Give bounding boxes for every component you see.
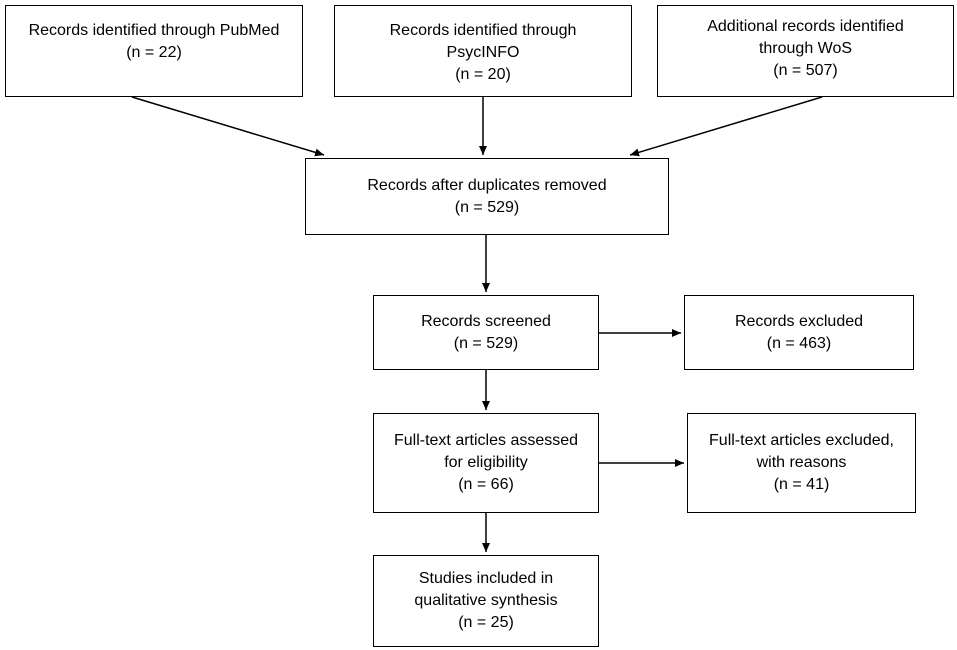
box-line: Records screened [421,312,551,330]
box-line: Records excluded [734,312,864,330]
box-count: (n = 66) [458,476,514,493]
box-line: qualitative synthesis [414,592,558,609]
box-count: (n = 507) [773,62,838,79]
arrow-wos-to-duplicates [629,96,823,157]
box-duplicates-removed: Records after duplicates removed (n = 52… [305,158,669,235]
box-count: (n = 529) [454,198,520,216]
arrow-pubmed-to-duplicates [131,96,325,157]
box-count: (n = 463) [766,334,832,352]
box-count: (n = 22) [126,44,182,61]
box-line: Records identified through [389,22,577,39]
box-wos-records: Additional records identified through Wo… [657,5,954,97]
box-records-excluded: Records excluded (n = 463) [684,295,914,370]
box-studies-included: Studies included in qualitative synthesi… [373,555,599,647]
box-line: Additional records identified [707,18,904,35]
box-line: for eligibility [444,454,528,471]
box-line: Full-text articles assessed [393,432,579,449]
box-line: with reasons [756,454,847,471]
box-fulltext-assessed: Full-text articles assessed for eligibil… [373,413,599,513]
box-count: (n = 25) [458,614,514,631]
box-line: Records identified through PubMed [28,22,280,39]
box-count: (n = 41) [773,476,830,493]
box-line: PsycINFO [446,44,520,61]
box-psycinfo-records: Records identified through PsycINFO (n =… [334,5,632,97]
box-pubmed-records: Records identified through PubMed (n = 2… [5,5,303,97]
box-records-screened: Records screened (n = 529) [373,295,599,370]
box-line: Full-text articles excluded, [709,432,894,449]
box-line: Studies included in [418,570,554,587]
box-fulltext-excluded: Full-text articles excluded, with reason… [687,413,916,513]
box-count: (n = 529) [453,334,519,352]
box-line: Records after duplicates removed [367,176,607,194]
box-count: (n = 20) [455,66,511,83]
box-line: through WoS [758,40,853,57]
